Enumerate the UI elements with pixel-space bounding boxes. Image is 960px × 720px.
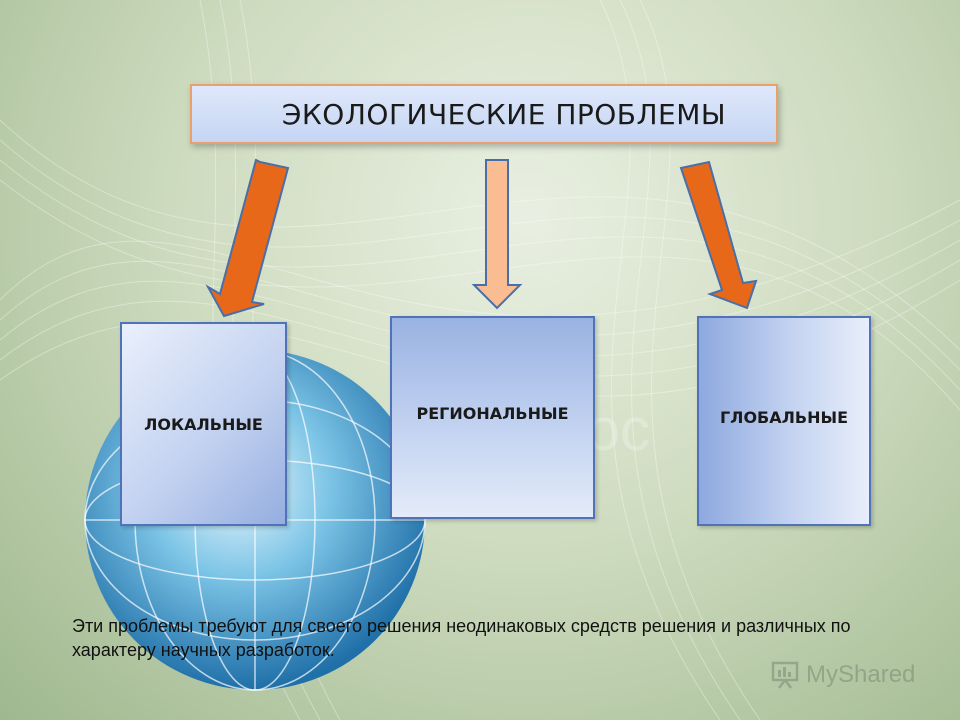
category-box-local: ЛОКАЛЬНЫЕ <box>120 322 287 526</box>
category-label-regional: РЕГИОНАЛЬНЫЕ <box>416 404 569 423</box>
myshared-watermark: MyShared <box>770 655 915 695</box>
caption-text: Эти проблемы требуют для своего решения … <box>72 616 851 660</box>
presentation-icon <box>771 661 799 689</box>
category-box-global: ГЛОБАЛЬНЫЕ <box>697 316 871 526</box>
title-box: ЭКОЛОГИЧЕСКИЕ ПРОБЛЕМЫ <box>190 84 778 144</box>
category-label-local: ЛОКАЛЬНЫЕ <box>144 414 263 434</box>
watermark-text: MyShared <box>806 661 916 688</box>
category-box-regional: РЕГИОНАЛЬНЫЕ <box>390 316 595 519</box>
category-label-global: ГЛОБАЛЬНЫЕ <box>719 408 849 427</box>
diagram-title: ЭКОЛОГИЧЕСКИЕ ПРОБЛЕМЫ <box>281 97 727 131</box>
